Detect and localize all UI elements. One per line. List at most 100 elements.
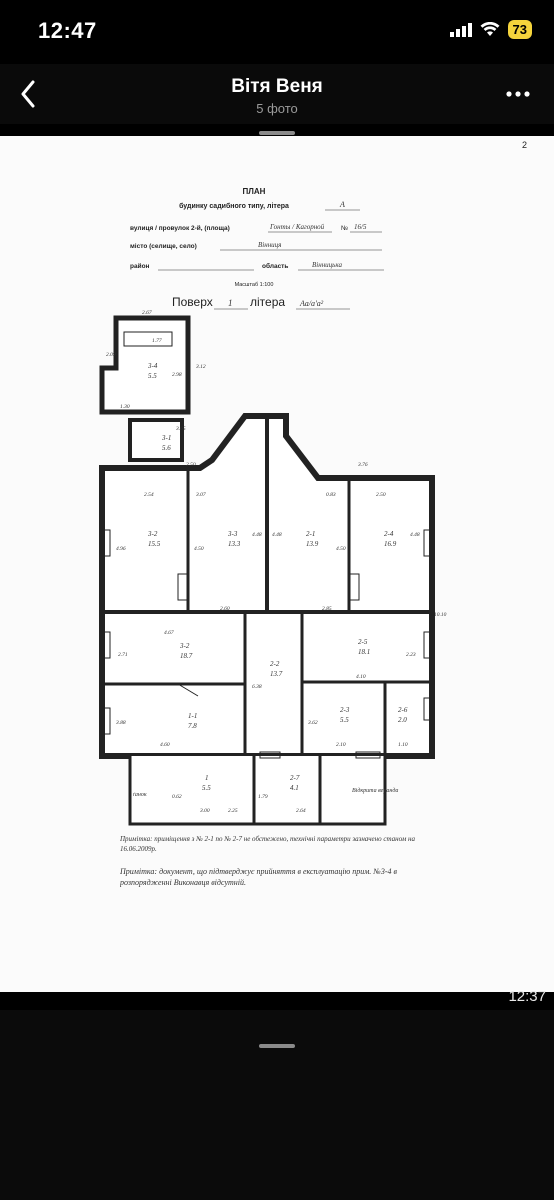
dimension: 4.96 bbox=[116, 545, 126, 552]
room-label: 3-4 bbox=[147, 362, 158, 370]
dimension: 2.54 bbox=[144, 491, 154, 498]
dimension: 2.67 bbox=[142, 310, 152, 316]
room-area: 5.5 bbox=[148, 372, 157, 380]
photo-timestamp: 12:37 bbox=[508, 988, 546, 1005]
note-1: Примітка: приміщення з № 2-1 по № 2-7 не… bbox=[120, 835, 416, 853]
dimension: 2.60 bbox=[220, 606, 230, 612]
photo-count: 5 фото bbox=[256, 101, 298, 116]
more-dots-icon bbox=[506, 91, 530, 97]
doc-subtitle: будинку садибного типу, літера bbox=[179, 202, 289, 210]
bottom-panel bbox=[0, 1010, 554, 1200]
room-area: 13.9 bbox=[306, 540, 319, 548]
bottom-drag-handle[interactable] bbox=[259, 1044, 295, 1048]
note-2-wrap: Примітка: документ, що підтверджує прийн… bbox=[120, 867, 397, 887]
room-area: 7.8 bbox=[188, 722, 197, 730]
dimension: 2.64 bbox=[296, 807, 306, 814]
scale-label: Масштаб 1:100 bbox=[235, 282, 274, 288]
dimension: 1.77 bbox=[152, 338, 162, 344]
note-1-wrap: Примітка: приміщення з № 2-1 по № 2-7 не… bbox=[120, 835, 416, 853]
more-options-button[interactable] bbox=[498, 80, 538, 108]
room-area: 15.5 bbox=[148, 540, 161, 548]
room-area: 16.9 bbox=[384, 540, 397, 548]
dimension: 3.62 bbox=[307, 720, 318, 726]
top-drag-handle[interactable] bbox=[259, 131, 295, 135]
note-2: Примітка: документ, що підтверджує прийн… bbox=[120, 867, 397, 887]
dimension: 0.83 bbox=[326, 492, 336, 498]
floor-litera-label: літера bbox=[250, 295, 285, 309]
dimension: 3.76 bbox=[357, 462, 368, 468]
room-area: 5.5 bbox=[340, 716, 349, 724]
room-label: 1 bbox=[205, 774, 209, 782]
room-label: 2-2 bbox=[270, 660, 280, 668]
floor-value: 1 bbox=[228, 298, 233, 308]
dimension: 2.50 bbox=[186, 462, 196, 468]
room-area: 13.3 bbox=[228, 540, 241, 548]
doc-title: ПЛАН bbox=[243, 187, 266, 196]
dimension: 3.65 bbox=[175, 426, 186, 432]
room-label: 2-1 bbox=[306, 530, 315, 538]
viewer-header: Вітя Веня 5 фото bbox=[0, 64, 554, 124]
dimension: 2.50 bbox=[376, 492, 386, 498]
room-label: 3-1 bbox=[161, 434, 171, 442]
cellular-signal-icon bbox=[449, 22, 472, 37]
dimension: 4.67 bbox=[164, 629, 174, 636]
room-label: 3-2 bbox=[147, 530, 158, 538]
room-area: 4.1 bbox=[290, 784, 299, 792]
battery-level: 73 bbox=[507, 20, 532, 39]
room-label: 2-4 bbox=[384, 530, 394, 538]
floor-plan bbox=[99, 315, 435, 826]
wifi-icon bbox=[480, 22, 500, 36]
house-label: № bbox=[341, 225, 348, 232]
room-label: 1-1 bbox=[188, 712, 197, 720]
room-label: 2-5 bbox=[358, 638, 368, 646]
dimension: 3.00 bbox=[199, 808, 210, 814]
photo-view[interactable]: 2 ПЛАН будинку садибного типу, літера А … bbox=[0, 136, 554, 992]
dimension: 2.10 bbox=[336, 742, 346, 748]
dimension: 3.07 bbox=[195, 492, 206, 498]
dimension: 3.88 bbox=[115, 720, 126, 726]
region-value: Вінницька bbox=[312, 261, 342, 269]
floor-plan-document: 2 ПЛАН будинку садибного типу, літера А … bbox=[99, 140, 527, 887]
dimension: 1.30 bbox=[120, 404, 130, 410]
status-bar: 12:47 73 bbox=[0, 0, 554, 64]
room-label: 2-3 bbox=[340, 706, 350, 714]
room-labels: 3-4 5.5 3-1 5.6 3-2 15.5 3-3 13.3 2-1 13… bbox=[147, 362, 408, 792]
district-label: район bbox=[130, 262, 150, 270]
room-label: 3-2 bbox=[179, 642, 190, 650]
back-button[interactable] bbox=[10, 74, 46, 114]
page-number: 2 bbox=[522, 140, 527, 150]
dimension: 1.10 bbox=[398, 742, 408, 748]
chat-title: Вітя Веня bbox=[231, 76, 323, 97]
room-area: 18.1 bbox=[358, 648, 370, 656]
litera-value: А bbox=[339, 200, 345, 209]
room-label: 2-7 bbox=[290, 774, 300, 782]
house-value: 16/5 bbox=[354, 223, 367, 231]
street-value: Гонты / Кагорной bbox=[269, 223, 325, 231]
room-area: 5.6 bbox=[162, 444, 171, 452]
city-label: місто (селище, село) bbox=[130, 242, 197, 250]
room-area: 13.7 bbox=[270, 670, 283, 678]
dimension: 4.60 bbox=[160, 741, 170, 748]
region-label: область bbox=[262, 262, 288, 270]
dimension: 2.85 bbox=[322, 606, 332, 612]
dimension: 4.50 bbox=[336, 545, 346, 552]
floor-litera-value: Аа/а'а² bbox=[299, 299, 324, 308]
dimension: 2.25 bbox=[228, 808, 238, 814]
dimension: 1.79 bbox=[258, 794, 268, 800]
dimension: 4.48 bbox=[410, 531, 420, 538]
dimension: 10.10 bbox=[434, 612, 447, 618]
room-label: 3-3 bbox=[227, 530, 238, 538]
dimension: 4.48 bbox=[272, 531, 282, 538]
chevron-left-icon bbox=[21, 80, 35, 108]
dimension: 4.10 bbox=[356, 673, 366, 680]
room-area: 18.7 bbox=[180, 652, 193, 660]
status-icons: 73 bbox=[449, 20, 532, 39]
room-area: 5.5 bbox=[202, 784, 211, 792]
room-area: 2.0 bbox=[398, 716, 407, 724]
dimension: 2.98 bbox=[172, 372, 182, 378]
status-time: 12:47 bbox=[38, 18, 97, 43]
floor-label: Поверх bbox=[172, 295, 213, 309]
room-label: 2-6 bbox=[398, 706, 408, 714]
open-veranda-label: Відкрита веранда bbox=[352, 787, 398, 794]
dimension: 4.48 bbox=[252, 531, 262, 538]
